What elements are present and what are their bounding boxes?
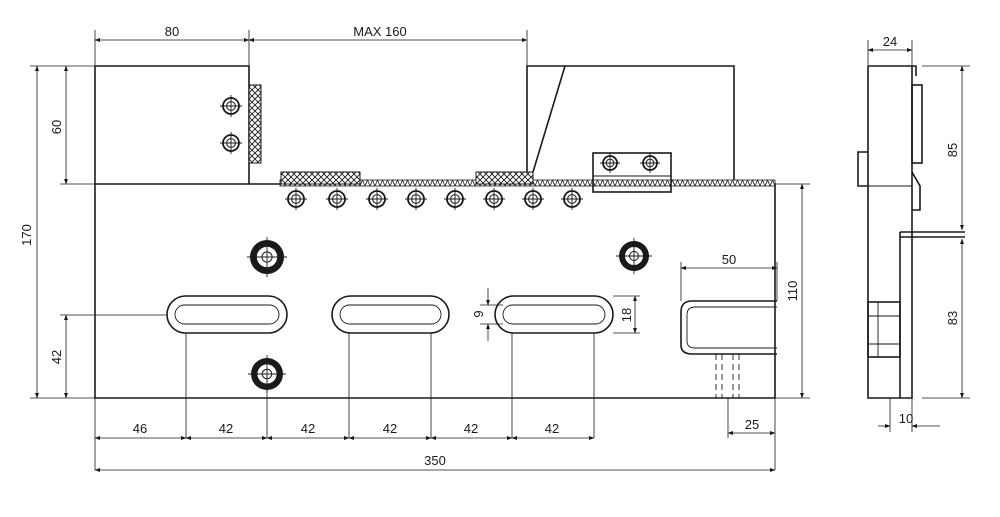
side-pad bbox=[911, 84, 923, 164]
dim-10: 10 bbox=[899, 411, 913, 426]
front-view bbox=[94, 65, 776, 399]
jaw-taper-line bbox=[532, 65, 566, 173]
dim-24: 24 bbox=[883, 34, 897, 49]
jaw-pad-right bbox=[475, 171, 534, 185]
extension-lines bbox=[30, 30, 810, 470]
jaw-pad-left bbox=[280, 171, 361, 185]
screw-clamp-2 bbox=[640, 153, 660, 173]
slot-2 bbox=[331, 295, 450, 334]
bracket bbox=[680, 300, 777, 398]
dim-18: 18 bbox=[619, 308, 634, 322]
side-dimensions bbox=[867, 40, 970, 432]
dim-46: 46 bbox=[133, 421, 147, 436]
dim-42-1: 42 bbox=[219, 421, 233, 436]
screw-rack-5 bbox=[444, 188, 466, 210]
screws bbox=[220, 95, 660, 393]
movable-jaw-outline bbox=[526, 65, 735, 184]
dim-42-left: 42 bbox=[49, 350, 64, 364]
screw-rack-3 bbox=[366, 188, 388, 210]
mount-hole-bottom bbox=[248, 355, 286, 393]
dim-80: 80 bbox=[165, 24, 179, 39]
slot-1 bbox=[166, 295, 288, 334]
dimension-lines bbox=[35, 38, 804, 472]
dim-25: 25 bbox=[745, 417, 759, 432]
mount-hole-top bbox=[247, 237, 287, 277]
slot-3-inner bbox=[502, 304, 606, 325]
slot-3 bbox=[494, 295, 614, 334]
screw-rack-2 bbox=[326, 188, 348, 210]
dim-42-3: 42 bbox=[383, 421, 397, 436]
dim-170: 170 bbox=[19, 224, 34, 246]
screw-jaw-2 bbox=[220, 132, 242, 154]
dim-85: 85 bbox=[945, 143, 960, 157]
slot-1-inner bbox=[174, 304, 280, 325]
dim-42-4: 42 bbox=[464, 421, 478, 436]
screw-rack-6 bbox=[483, 188, 505, 210]
bracket-outer bbox=[680, 300, 777, 355]
screw-rack-4 bbox=[405, 188, 427, 210]
side-view bbox=[857, 65, 965, 399]
bracket-inner bbox=[686, 306, 777, 349]
screw-rack-8 bbox=[561, 188, 583, 210]
side-knob-right bbox=[911, 171, 921, 211]
screw-rack-1 bbox=[285, 188, 307, 210]
jaw-pad-vertical bbox=[248, 84, 262, 164]
dim-9: 9 bbox=[471, 310, 486, 317]
base-plate-outline bbox=[94, 66, 776, 399]
side-lip bbox=[912, 65, 917, 76]
side-bracket bbox=[867, 301, 901, 358]
dimension-labels: 80 MAX 160 170 60 42 46 42 42 42 42 42 3… bbox=[19, 24, 960, 468]
dim-max-160: MAX 160 bbox=[353, 24, 406, 39]
screw-jaw-1 bbox=[220, 95, 242, 117]
screw-clamp-1 bbox=[600, 153, 620, 173]
dim-50: 50 bbox=[722, 252, 736, 267]
dim-42-2: 42 bbox=[301, 421, 315, 436]
dim-60: 60 bbox=[49, 120, 64, 134]
dim-110: 110 bbox=[785, 281, 800, 302]
clamp-block bbox=[592, 152, 672, 193]
screw-rack-7 bbox=[522, 188, 544, 210]
mount-hole-right bbox=[616, 238, 652, 274]
side-knob-left bbox=[857, 151, 868, 187]
dim-42-5: 42 bbox=[545, 421, 559, 436]
slot-2-inner bbox=[339, 304, 442, 325]
dim-350: 350 bbox=[424, 453, 446, 468]
slots bbox=[166, 295, 614, 334]
dim-83: 83 bbox=[945, 311, 960, 325]
upper-jaw-outline bbox=[95, 65, 250, 185]
